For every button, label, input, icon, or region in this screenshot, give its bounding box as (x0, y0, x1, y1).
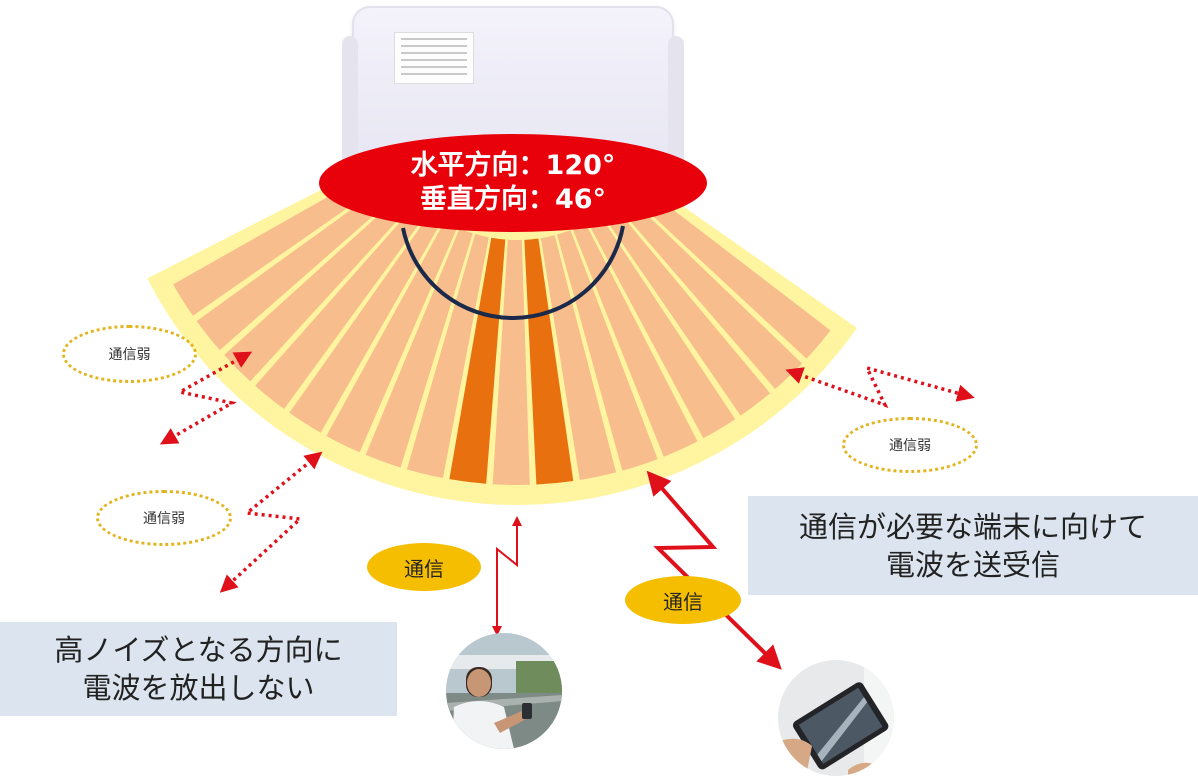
note-line: 電波を送受信 (885, 547, 1060, 582)
weak-signal-label: 通信弱 (143, 511, 185, 527)
communication-badge: 通信 (625, 576, 741, 624)
fan-band (255, 202, 429, 409)
fan-band (540, 235, 617, 480)
main-beam-band (524, 238, 574, 485)
note-line: 通信が必要な端末に向けて (798, 509, 1147, 544)
main-beam-band (449, 237, 506, 484)
weak-signal-label: 通信弱 (108, 347, 151, 363)
communication-label: 通信 (404, 556, 444, 581)
target-note-box: 通信が必要な端末に向けて 電波を送受信 (748, 496, 1198, 595)
weak-signal-ellipse: 通信弱 (842, 417, 978, 473)
fan-band (492, 239, 530, 486)
radiation-fan (147, 149, 857, 506)
weak-signal-arrow (219, 451, 323, 593)
fan-band (224, 190, 416, 382)
noise-note-box: 高ノイズとなる方向に 電波を放出しない (0, 622, 397, 716)
weak-signal-ellipse: 通信弱 (62, 325, 197, 383)
fan-band (601, 205, 771, 416)
fan-band (406, 234, 489, 478)
tablet-user-photo (778, 660, 894, 776)
note-line: 電波を放出しない (82, 671, 315, 705)
smartphone-user-photo (446, 633, 562, 749)
beam-angle-arc (401, 225, 625, 320)
fan-band (615, 193, 803, 389)
vertical-angle-label: 垂直方向：46° (419, 184, 607, 215)
communication-label: 通信 (663, 589, 703, 614)
note-line: 高ノイズとなる方向に (54, 633, 343, 667)
communication-arrow (492, 516, 522, 636)
fan-band (557, 230, 658, 471)
communication-badge: 通信 (367, 543, 481, 591)
weak-signal-ellipse: 通信弱 (96, 490, 232, 546)
weak-signal-label: 通信弱 (889, 438, 931, 454)
weak-signal-arrow (159, 351, 253, 445)
fan-band (326, 221, 458, 453)
fan-band (572, 223, 698, 457)
fan-band (626, 181, 831, 359)
fan-band (365, 228, 473, 468)
horizontal-angle-label: 水平方向：120° (410, 150, 616, 181)
fan-band (587, 215, 736, 439)
weak-signal-arrow (785, 365, 975, 409)
fan-band (289, 212, 443, 433)
fan-band (196, 177, 405, 351)
beam-angle-badge: 水平方向：120° 垂直方向：46° (319, 134, 707, 232)
device-spec-sticker (394, 32, 474, 84)
